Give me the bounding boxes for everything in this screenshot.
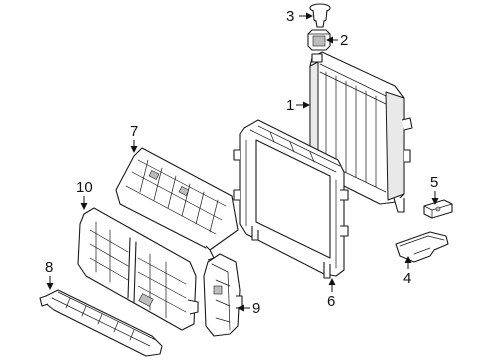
- callout-1: 1: [286, 97, 310, 114]
- arrow-10: [80, 203, 88, 210]
- callout-label-5: 5: [430, 174, 438, 191]
- callout-4: 4: [403, 256, 412, 287]
- callout-label-8: 8: [45, 259, 53, 276]
- part-7-upper-duct: [115, 147, 239, 261]
- arrow-1: [303, 101, 310, 109]
- callout-7: 7: [130, 123, 138, 153]
- callout-label-4: 4: [403, 270, 411, 287]
- arrow-4: [404, 256, 412, 263]
- part-6-support-frame: [233, 119, 349, 279]
- callout-label-1: 1: [286, 97, 294, 114]
- callout-3: 3: [286, 8, 313, 25]
- arrow-5: [431, 198, 439, 205]
- callout-label-2: 2: [340, 32, 348, 49]
- arrow-3: [306, 12, 313, 20]
- callout-label-9: 9: [252, 300, 260, 317]
- part-5-bracket: [423, 199, 453, 219]
- callout-9: 9: [237, 300, 260, 317]
- part-9-side-duct: [203, 253, 243, 337]
- callout-10: 10: [76, 179, 93, 210]
- callout-label-6: 6: [327, 293, 335, 310]
- callout-label-3: 3: [286, 8, 294, 25]
- part-10-shutter-frame: [77, 207, 199, 331]
- part-4-deflector: [395, 231, 449, 263]
- arrow-9: [237, 304, 244, 312]
- callout-6: 6: [327, 278, 336, 310]
- callout-label-7: 7: [130, 123, 138, 140]
- arrow-7: [130, 146, 138, 153]
- callout-5: 5: [430, 174, 439, 205]
- part-8-lower-guide: [39, 289, 163, 357]
- arrow-6: [328, 278, 336, 285]
- part-3-clip: [309, 3, 331, 28]
- callout-label-10: 10: [76, 179, 93, 196]
- callout-2: 2: [326, 32, 348, 49]
- part-2-mount: [307, 29, 331, 51]
- arrow-2: [326, 36, 333, 44]
- arrow-8: [46, 283, 54, 290]
- callout-8: 8: [45, 259, 54, 290]
